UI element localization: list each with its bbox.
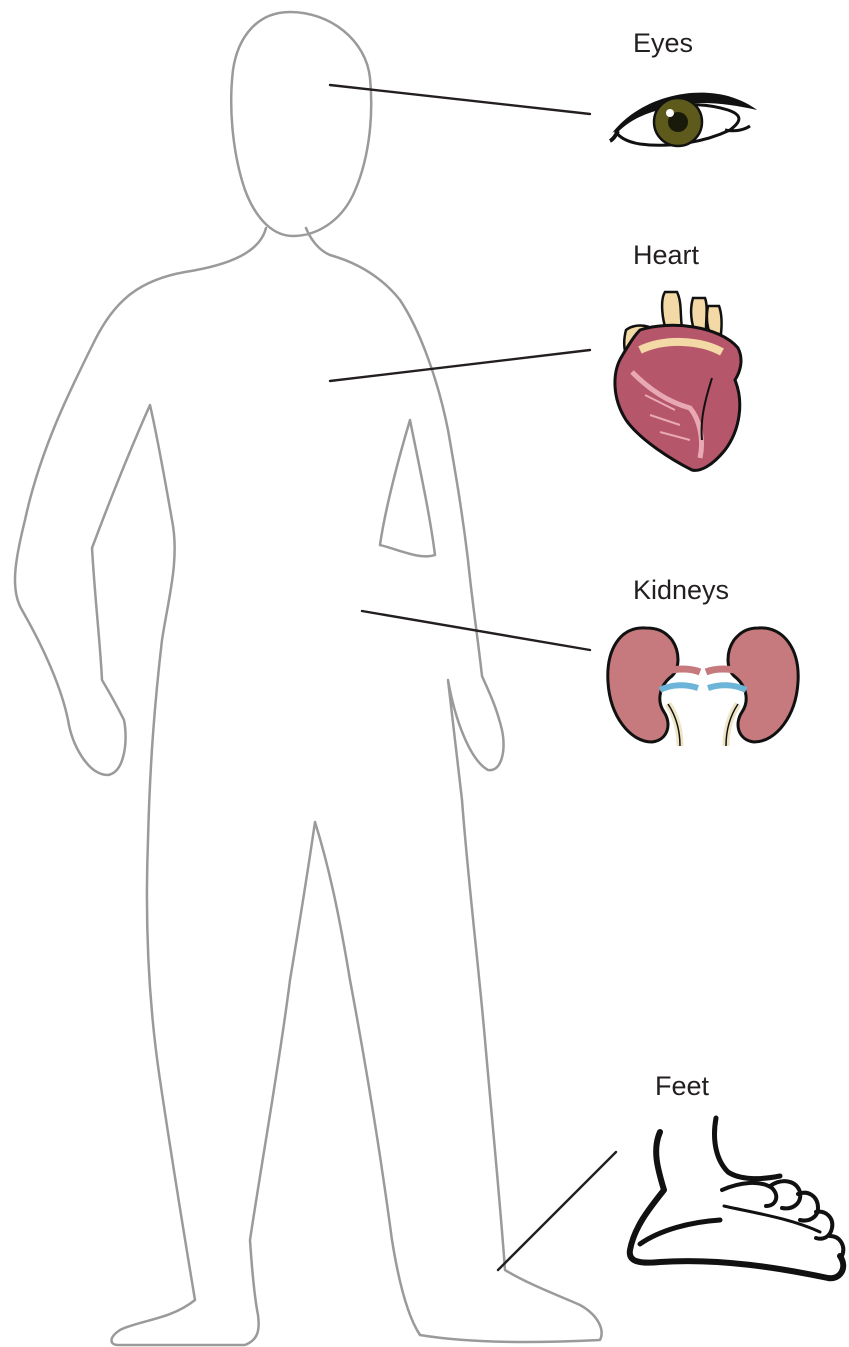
label-kidneys: Kidneys bbox=[633, 577, 729, 604]
label-eyes: Eyes bbox=[633, 30, 693, 57]
label-heart: Heart bbox=[633, 242, 699, 269]
eye-icon bbox=[610, 93, 757, 146]
leader-line-kidneys bbox=[362, 611, 590, 650]
foot-icon bbox=[630, 1118, 843, 1278]
leader-line-eyes bbox=[330, 85, 590, 114]
leader-line-feet bbox=[498, 1152, 616, 1270]
heart-icon bbox=[615, 292, 741, 470]
kidneys-icon bbox=[608, 628, 798, 746]
human-body-outline bbox=[15, 12, 602, 1345]
label-feet: Feet bbox=[655, 1073, 709, 1100]
leader-lines bbox=[330, 85, 616, 1270]
leader-line-heart bbox=[330, 350, 590, 381]
